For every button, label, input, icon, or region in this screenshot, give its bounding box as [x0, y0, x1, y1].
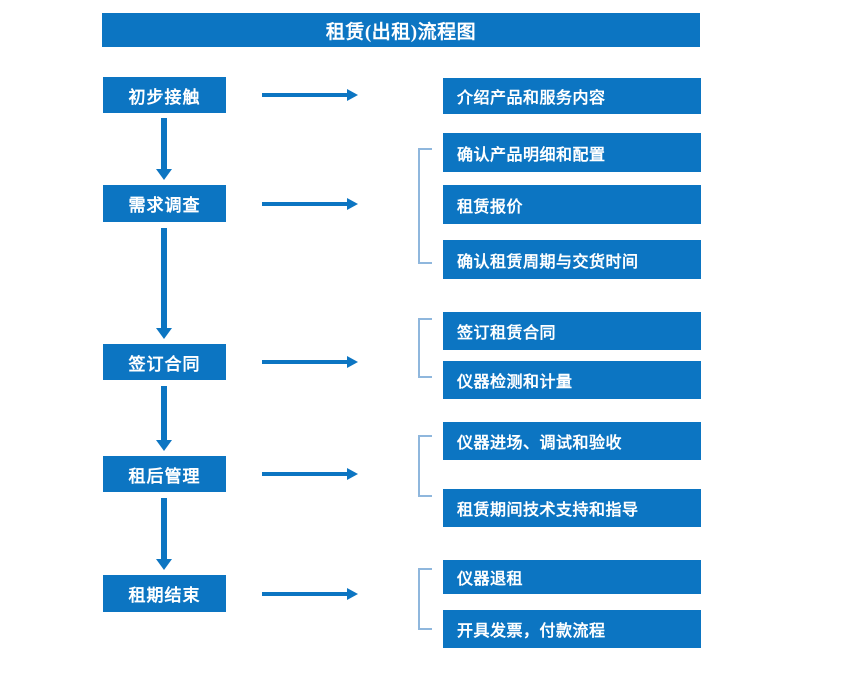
detail-box-instrument-return[interactable]: 仪器退租: [443, 560, 701, 594]
vertical-arrow-3: [156, 386, 172, 451]
detail-box-rental-quotation[interactable]: 租赁报价: [443, 185, 701, 224]
detail-box-invoice-payment[interactable]: 开具发票，付款流程: [443, 610, 701, 648]
group-bracket-needs-survey: [418, 148, 432, 264]
vertical-arrow-4: [156, 498, 172, 570]
page-title: 租赁(出租)流程图: [102, 13, 700, 47]
detail-box-confirm-period-delivery[interactable]: 确认租赁周期与交货时间: [443, 240, 701, 279]
vertical-arrow-1: [156, 118, 172, 180]
stage-box-initial-contact[interactable]: 初步接触: [103, 77, 226, 113]
horizontal-arrow-3: [262, 356, 358, 368]
stage-box-post-rental-management[interactable]: 租后管理: [103, 456, 226, 492]
horizontal-arrow-4: [262, 468, 358, 480]
stage-box-rental-end[interactable]: 租期结束: [103, 575, 226, 612]
group-bracket-post-rental: [418, 435, 432, 497]
stage-box-sign-contract[interactable]: 签订合同: [103, 344, 226, 380]
detail-box-technical-support[interactable]: 租赁期间技术支持和指导: [443, 489, 701, 527]
detail-box-confirm-product-spec[interactable]: 确认产品明细和配置: [443, 133, 701, 172]
vertical-arrow-2: [156, 228, 172, 339]
detail-box-instrument-inspection[interactable]: 仪器检测和计量: [443, 361, 701, 399]
detail-box-sign-rental-contract[interactable]: 签订租赁合同: [443, 312, 701, 350]
detail-box-introduce-products[interactable]: 介绍产品和服务内容: [443, 78, 701, 114]
detail-box-instrument-entry-commissioning[interactable]: 仪器进场、调试和验收: [443, 422, 701, 460]
horizontal-arrow-2: [262, 198, 358, 210]
group-bracket-sign-contract: [418, 318, 432, 378]
group-bracket-rental-end: [418, 568, 432, 630]
horizontal-arrow-1: [262, 89, 358, 101]
horizontal-arrow-5: [262, 588, 358, 600]
stage-box-needs-survey[interactable]: 需求调查: [103, 185, 226, 222]
